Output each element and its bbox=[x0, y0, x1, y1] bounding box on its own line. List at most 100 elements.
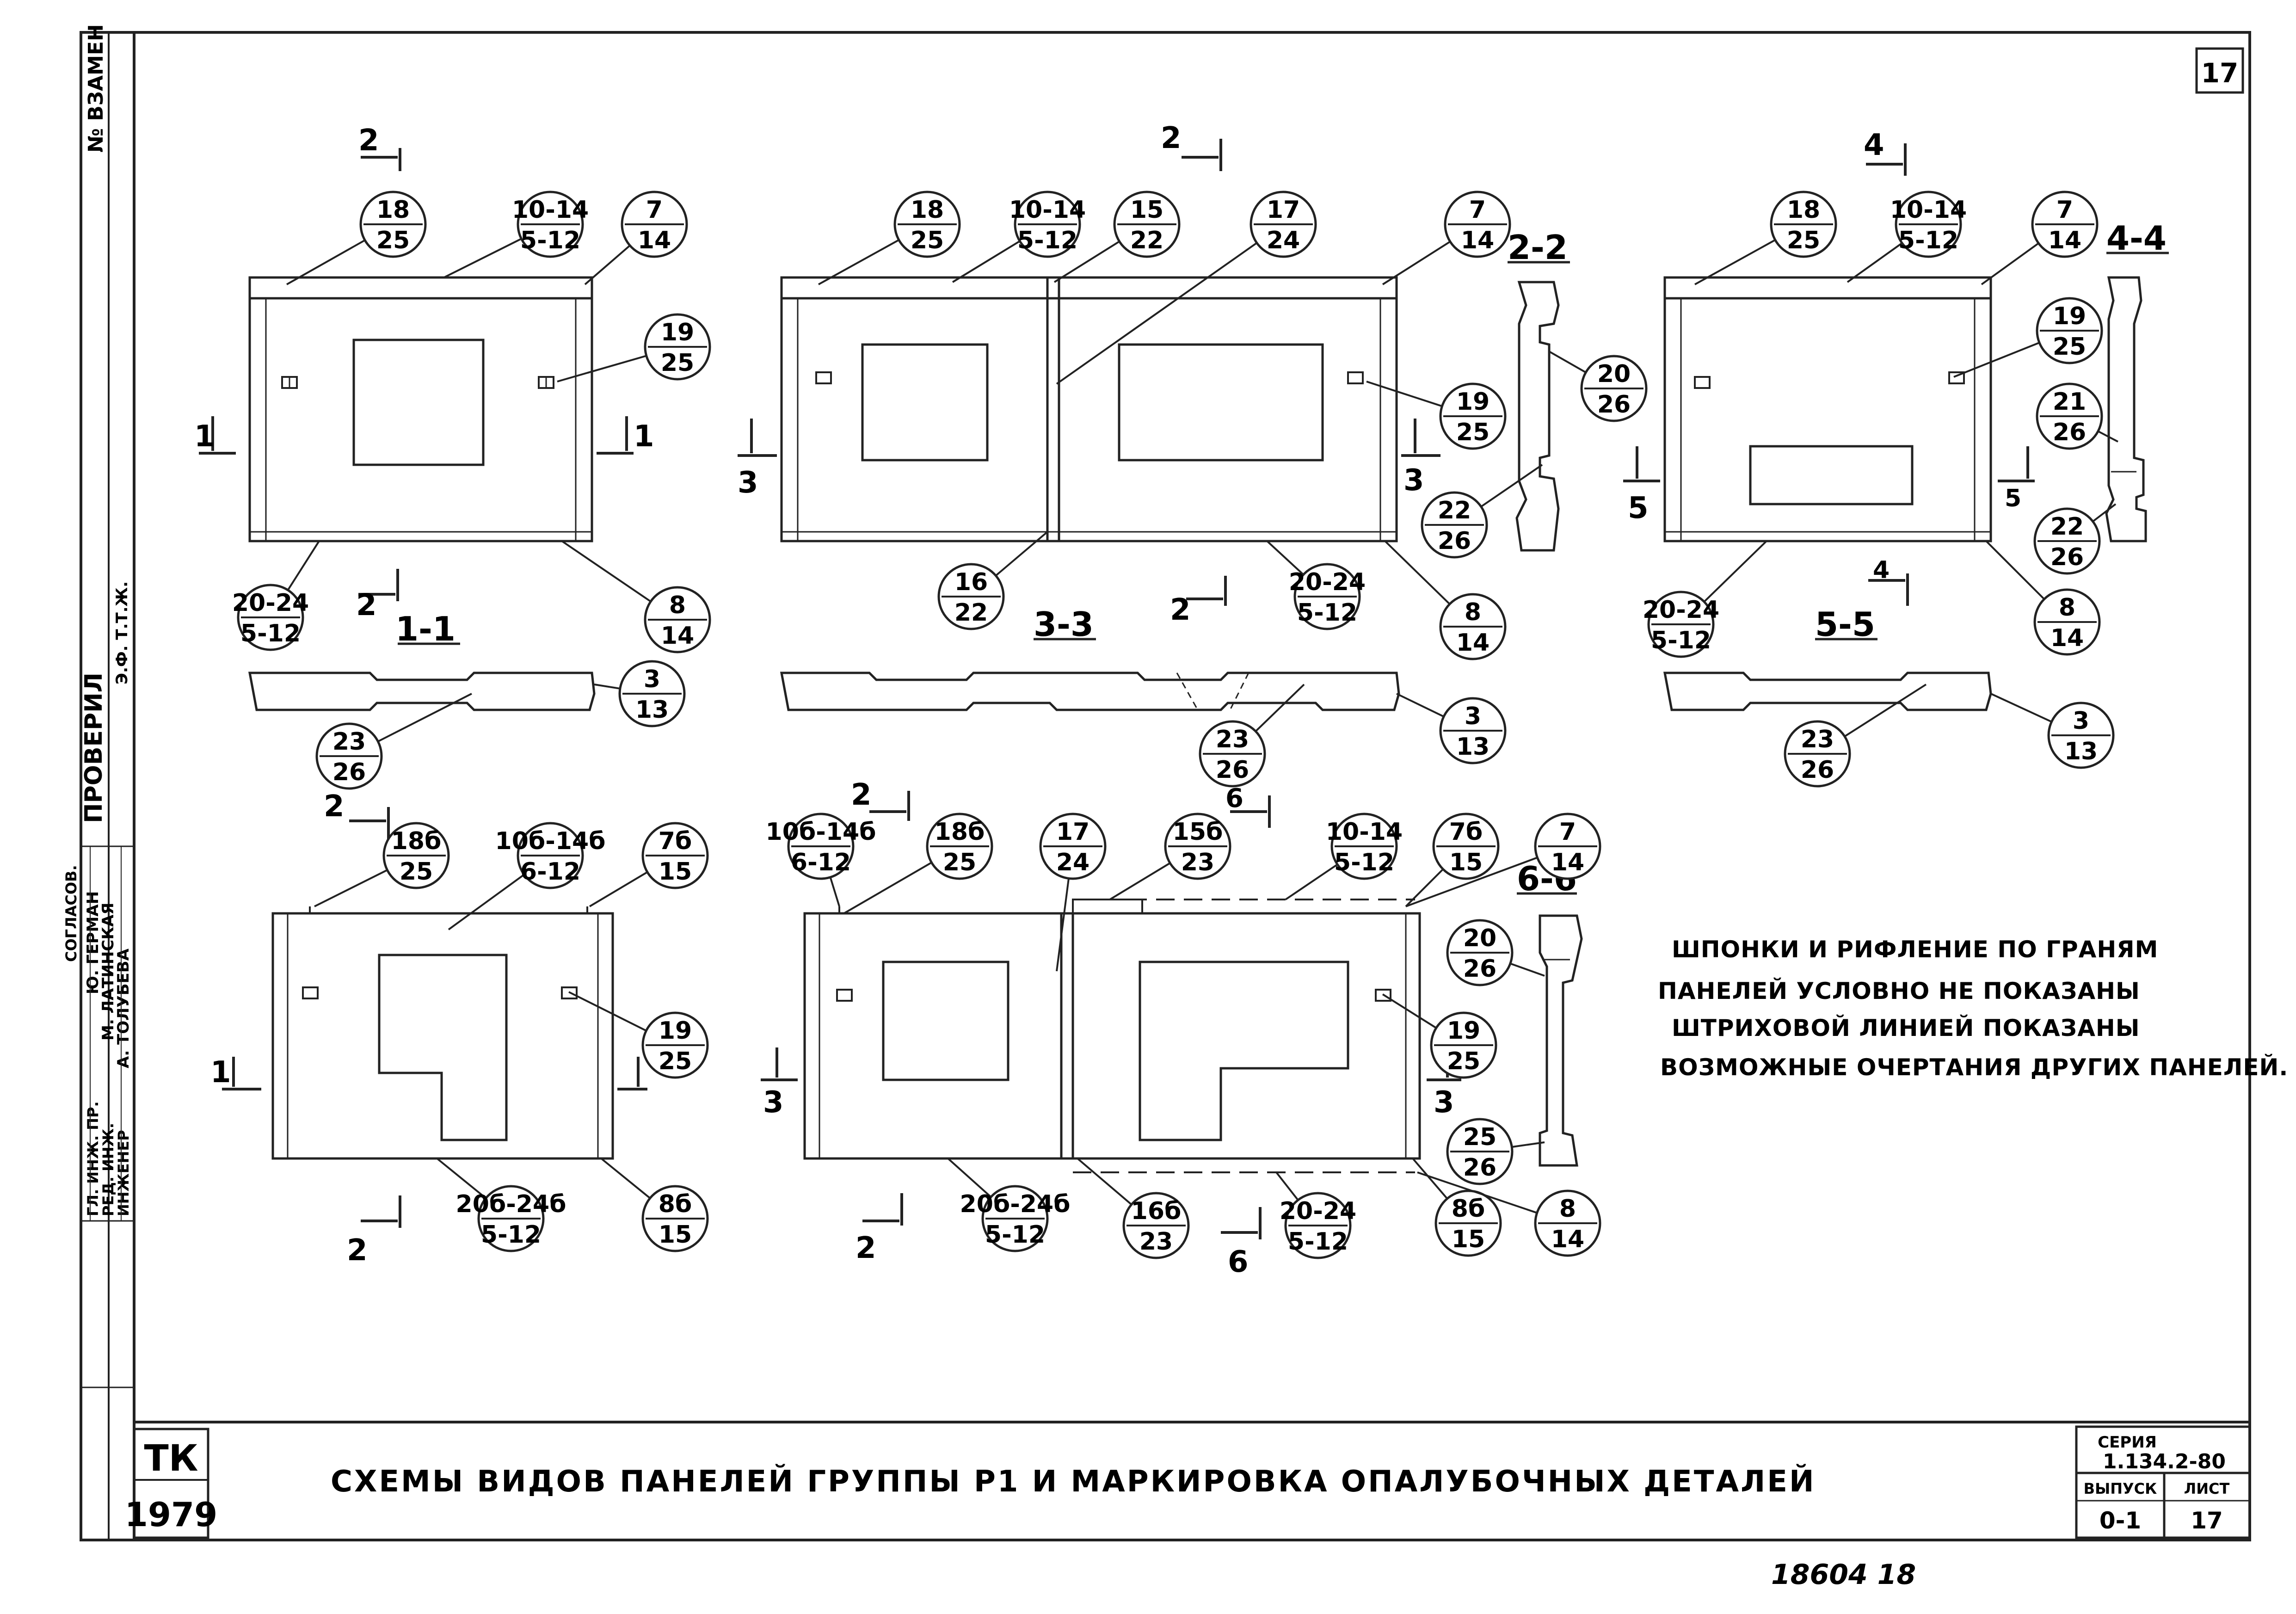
callout-leader bbox=[995, 531, 1048, 577]
mark-3-right-5: 3 bbox=[1434, 1085, 1454, 1120]
sheet-value: 17 bbox=[2191, 1507, 2223, 1534]
callout-bottom-label: 23 bbox=[1181, 849, 1214, 876]
callout-p3-7: 814 bbox=[1985, 540, 2101, 656]
callout-leader bbox=[443, 238, 522, 278]
callout-top-label: 16б bbox=[1131, 1197, 1182, 1225]
callout-bottom-label: 14 bbox=[661, 622, 694, 650]
callout-top-label: 20 bbox=[1463, 924, 1496, 952]
callout-top-label: 23 bbox=[1216, 726, 1249, 753]
callout-leader bbox=[1953, 342, 2040, 378]
callout-top-label: 20б-24б bbox=[960, 1190, 1071, 1218]
callout-leader bbox=[1384, 540, 1451, 605]
callout-top-label: 3 bbox=[1465, 702, 1481, 730]
callout-bottom-label: 5-12 bbox=[985, 1221, 1045, 1249]
callout-top-label: 20 bbox=[1597, 360, 1631, 388]
callout-bottom-label: 26 bbox=[2050, 543, 2084, 571]
callout-leader bbox=[818, 239, 899, 285]
callout-leader bbox=[1109, 862, 1171, 900]
callout-leader bbox=[287, 540, 320, 591]
callout-bottom-label: 25 bbox=[661, 349, 694, 377]
callout-bottom-label: 26 bbox=[332, 758, 366, 786]
callout-p1-2: 714 bbox=[584, 191, 688, 285]
callout-leader bbox=[947, 1158, 992, 1198]
callout-top-label: 20б-24б bbox=[456, 1190, 566, 1218]
tk-year: 1979 bbox=[125, 1495, 217, 1534]
callout-bottom-label: 5-12 bbox=[1898, 227, 1958, 254]
callout-top-label: 19 bbox=[1447, 1017, 1480, 1045]
mark-2-bottom-1: 2 bbox=[356, 588, 377, 622]
callout-leader bbox=[1266, 540, 1304, 575]
callout-top-label: 20-24 bbox=[1289, 568, 1366, 596]
callout-leader bbox=[561, 540, 652, 603]
panel-5-window-2 bbox=[1139, 961, 1349, 1141]
callout-leader bbox=[377, 693, 472, 743]
series-label: СЕРИЯ bbox=[2098, 1433, 2157, 1452]
callout-top-label: 19 bbox=[659, 1017, 692, 1045]
callout-top-label: 18 bbox=[1787, 196, 1820, 224]
callout-top-label: 8б bbox=[1452, 1195, 1485, 1223]
sheet-label: ЛИСТ bbox=[2184, 1480, 2230, 1497]
section-1-1-profile bbox=[248, 671, 596, 711]
panel-4-window bbox=[378, 954, 508, 1141]
callout-leader bbox=[1512, 1141, 1545, 1148]
callout-top-label: 10-14 bbox=[512, 196, 589, 224]
callout-top-label: 23 bbox=[332, 728, 366, 756]
callout-leader bbox=[1285, 863, 1338, 900]
callout-leader bbox=[1844, 684, 1927, 738]
callout-bottom-label: 26 bbox=[1597, 391, 1631, 419]
callout-leader bbox=[1480, 464, 1543, 508]
callout-leader bbox=[314, 869, 388, 907]
callout-leader bbox=[1382, 240, 1451, 285]
callout-top-label: 10-14 bbox=[1326, 818, 1403, 846]
callout-leader bbox=[1056, 242, 1257, 385]
section-1-1-title: 1-1 bbox=[395, 610, 456, 648]
panel-3 bbox=[1663, 276, 1992, 542]
callout-bottom-label: 6-12 bbox=[791, 849, 851, 876]
callout-bottom-label: 15 bbox=[1449, 849, 1483, 876]
callout-leader bbox=[829, 877, 840, 907]
panel-1 bbox=[248, 276, 593, 542]
callout-bottom-label: 5-12 bbox=[240, 620, 301, 647]
panel-2 bbox=[780, 276, 1398, 542]
callout-top-label: 23 bbox=[1801, 726, 1834, 753]
callout-top-label: 17 bbox=[1267, 196, 1300, 224]
panel-5-window-1 bbox=[882, 961, 1010, 1081]
callout-top-label: 20-24 bbox=[1643, 596, 1719, 624]
panel-2-window-2 bbox=[1118, 343, 1324, 462]
callout-top-label: 7б bbox=[659, 827, 692, 855]
callout-bottom-label: 26 bbox=[1463, 955, 1496, 983]
section-2-2-profile bbox=[1515, 281, 1560, 552]
callout-bottom-label: 6-12 bbox=[520, 858, 580, 886]
callout-bottom-label: 26 bbox=[1438, 527, 1471, 555]
callout-leader bbox=[589, 871, 648, 907]
callout-p2-1: 10-145-12 bbox=[952, 191, 1086, 283]
callout-bottom-label: 13 bbox=[2064, 738, 2098, 765]
callout-p5-14: 814 bbox=[1417, 1171, 1601, 1257]
callout-p5-10: 20б-24б 5-12 bbox=[947, 1158, 1071, 1252]
callout-leader bbox=[1255, 684, 1305, 732]
callout-leader bbox=[1417, 1171, 1538, 1214]
callout-leader bbox=[1405, 856, 1538, 907]
note-line-2: ПАНЕЛЕЙ УСЛОВНО НЕ ПОКАЗАНЫ bbox=[1658, 977, 2140, 1004]
panel-4 bbox=[271, 906, 614, 1160]
left-strip-signature: Э.Ф. Т.Т.Ж. bbox=[113, 581, 131, 684]
mark-1-left-4: 1 bbox=[210, 1055, 231, 1090]
callout-top-label: 8 bbox=[669, 591, 686, 619]
callout-bottom-label: 25 bbox=[1456, 419, 1490, 446]
